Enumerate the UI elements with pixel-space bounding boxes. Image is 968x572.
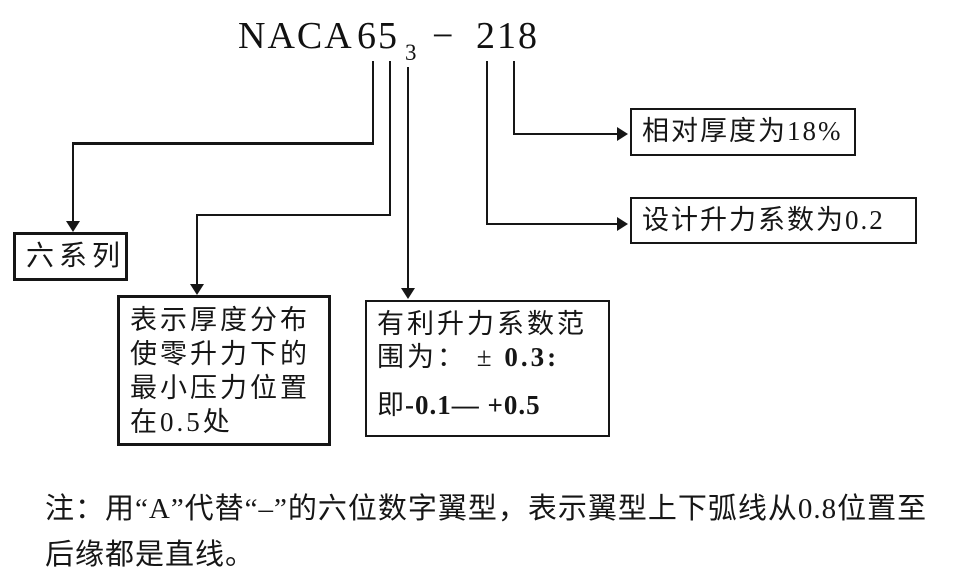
title-digits-main: 65 <box>357 15 399 57</box>
title-digits-suffix: 218 <box>476 15 539 57</box>
connector-thickness-horizontal <box>196 214 391 216</box>
connector-thickness-vertical <box>196 214 198 284</box>
arrow-right-designlift-icon <box>617 217 628 231</box>
arrow-down-series-icon <box>66 221 80 232</box>
arrow-down-liftrange-icon <box>401 288 415 299</box>
connector-thickness-stub <box>389 61 391 216</box>
footnote-line1: 注：用“A”代替“–”的六位数字翼型，表示翼型上下弧线从0.8位置至 <box>45 493 928 525</box>
title-separator-dash: − <box>432 15 456 57</box>
lift-range-line2-normal: 围为： ± <box>377 342 505 372</box>
lift-range-line3: 即-0.1— +0.5 <box>377 389 598 422</box>
connector-liftrange-vertical <box>407 67 409 288</box>
title-digit-subscript: 3 <box>405 40 417 65</box>
arrow-right-relthickness-icon <box>617 127 628 141</box>
lift-range-line3-normal: 即 <box>377 390 405 420</box>
connector-series-stub <box>372 61 374 144</box>
series-label-box: 六系列 <box>13 232 128 281</box>
connector-relthickness-horizontal <box>513 133 618 135</box>
lift-range-line2: 围为： ± 0.3: <box>377 341 598 374</box>
connector-series-vertical <box>72 142 74 222</box>
relative-thickness-box: 相对厚度为18% <box>630 108 856 156</box>
lift-range-line1: 有利升力系数范 <box>377 309 587 339</box>
footnote: 注：用“A”代替“–”的六位数字翼型，表示翼型上下弧线从0.8位置至 后缘都是直… <box>45 486 945 572</box>
connector-designlift-stub <box>486 61 488 225</box>
connector-relthickness-stub <box>513 61 515 135</box>
lift-range-line3-bold: -0.1— +0.5 <box>405 390 541 420</box>
design-lift-box: 设计升力系数为0.2 <box>630 197 917 244</box>
thickness-position-box: 表示厚度分布 使零升力下的 最小压力位置 在0.5处 <box>117 295 331 446</box>
connector-series-horizontal <box>72 142 374 145</box>
lift-range-box: 有利升力系数范 围为： ± 0.3: 即-0.1— +0.5 <box>365 300 610 437</box>
lift-range-line2-bold: 0.3: <box>504 342 560 372</box>
connector-designlift-horizontal <box>486 223 618 225</box>
footnote-line2: 后缘都是直线。 <box>45 539 256 571</box>
arrow-down-thickness-icon <box>190 284 204 295</box>
title-naca-prefix: NACA <box>238 15 354 57</box>
